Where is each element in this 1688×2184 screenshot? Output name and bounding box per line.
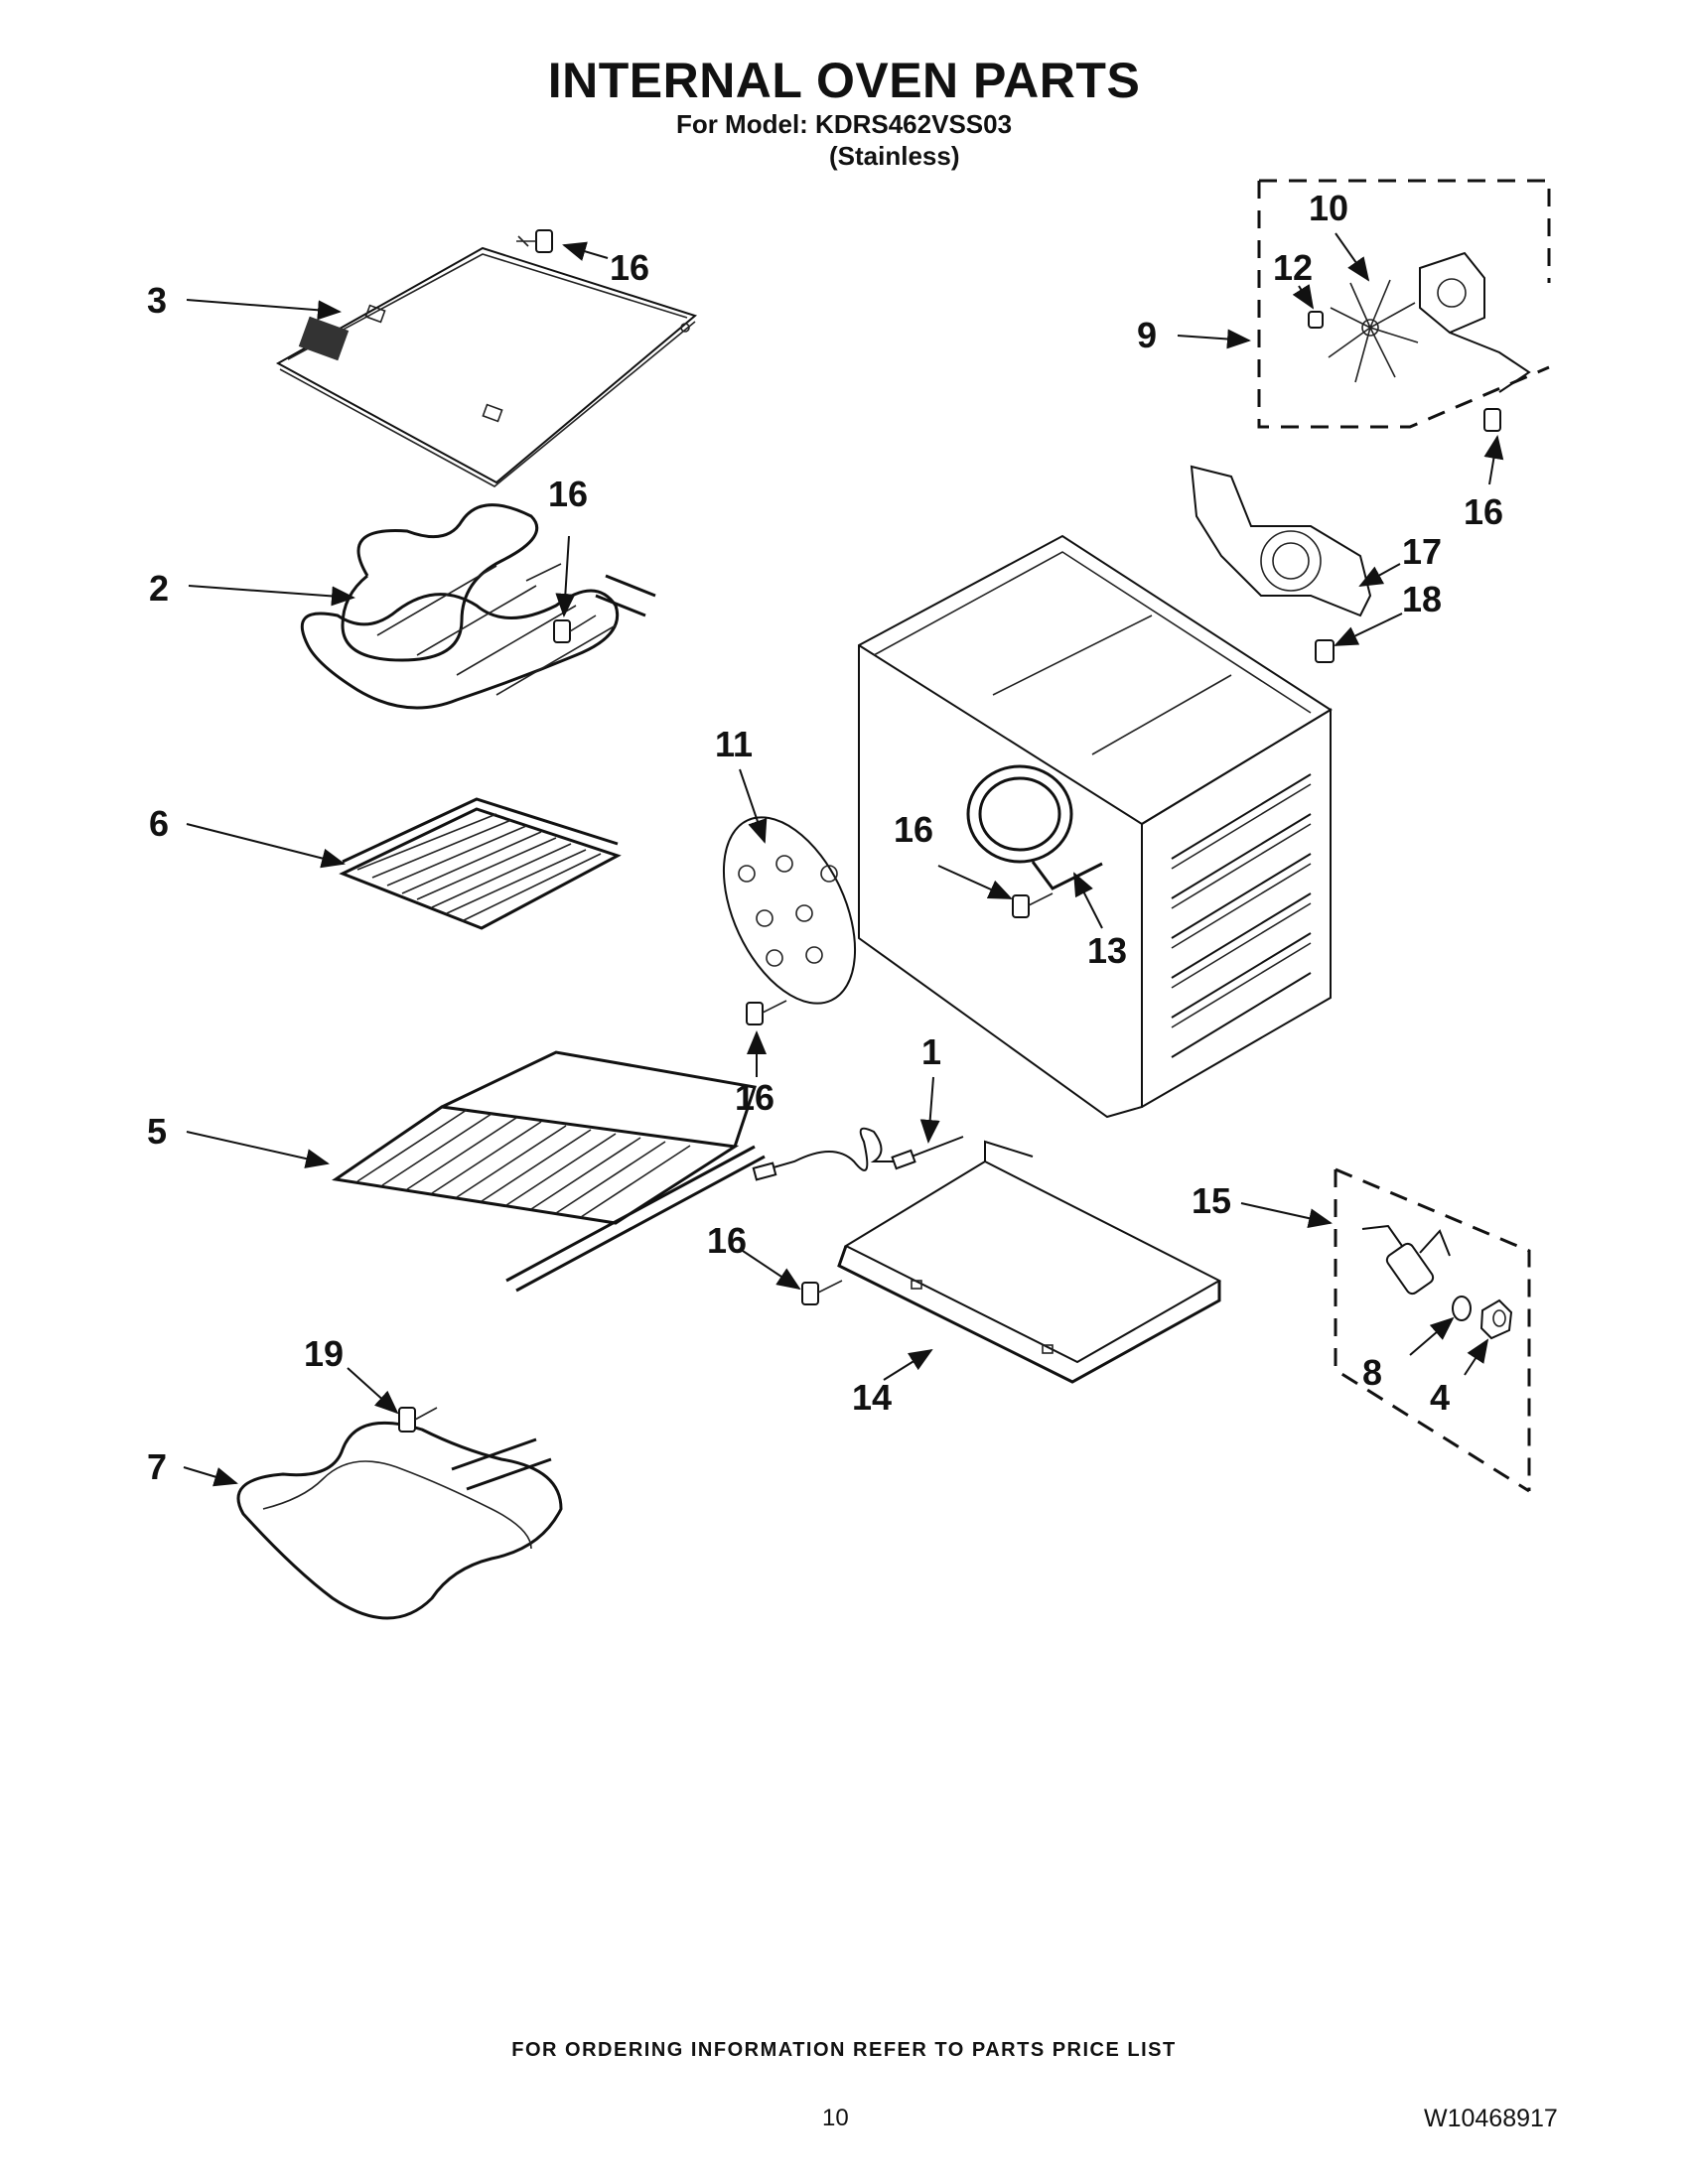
model-variant: (Stainless)	[829, 141, 960, 171]
callout-10: 10	[1309, 188, 1348, 228]
part-3-top-panel	[275, 246, 698, 487]
callout-4: 4	[1430, 1377, 1450, 1418]
screw-icon	[398, 1407, 438, 1433]
callout-7: 7	[147, 1446, 167, 1487]
callout-11: 11	[715, 724, 753, 764]
callout-16: 16	[894, 809, 933, 850]
callout-3: 3	[147, 280, 167, 321]
callout-1: 1	[921, 1031, 941, 1072]
leader-lines	[183, 232, 1504, 1487]
part-12-fan-nut	[1308, 311, 1324, 329]
ordering-note: FOR ORDERING INFORMATION REFER TO PARTS …	[511, 2039, 1177, 2061]
callout-6: 6	[149, 803, 169, 844]
callout-16: 16	[707, 1220, 747, 1261]
page-title: INTERNAL OVEN PARTS	[547, 53, 1141, 108]
screw-icon	[516, 229, 553, 253]
screw-icon	[1012, 892, 1054, 918]
callout-16: 16	[735, 1077, 774, 1118]
callout-5: 5	[147, 1111, 167, 1152]
part-8-washer	[1452, 1296, 1472, 1321]
part-14-tray	[837, 1140, 1222, 1384]
part-6-oven-rack	[339, 797, 622, 930]
part-17-fan-baffle	[1190, 465, 1372, 617]
part-5-rollout-rack	[332, 1050, 766, 1293]
callout-2: 2	[149, 568, 169, 609]
callout-13: 13	[1087, 930, 1127, 971]
screw-icon	[553, 614, 597, 643]
callout-labels: 3 16 16 2 6 11 16 13 16 1 5 16 15 19 14 …	[147, 188, 1503, 1487]
light-socket	[1361, 1224, 1451, 1296]
callout-15: 15	[1192, 1180, 1231, 1221]
part-13-convection-element	[966, 764, 1103, 890]
callout-16: 16	[548, 474, 588, 514]
part-1-meat-probe	[752, 1127, 964, 1181]
callout-18: 18	[1402, 579, 1442, 619]
callout-17: 17	[1402, 531, 1442, 572]
screw-icon	[1483, 408, 1501, 432]
screw-icon	[801, 1280, 843, 1305]
part-11-rear-cover	[722, 816, 857, 1005]
callout-16: 16	[1464, 491, 1503, 532]
callout-8: 8	[1362, 1352, 1382, 1393]
part-9-motor-kit-box	[1257, 179, 1551, 429]
document-number: W10468917	[1424, 2105, 1558, 2132]
callout-12: 12	[1273, 247, 1313, 288]
screw-icon	[1315, 639, 1335, 663]
callout-19: 19	[304, 1333, 344, 1374]
model-line: For Model: KDRS462VSS03	[675, 109, 1013, 139]
page-number: 10	[822, 2105, 849, 2131]
part-2-broil-element	[300, 503, 656, 710]
oven-cavity	[858, 534, 1333, 1119]
callout-14: 14	[852, 1377, 892, 1418]
part-4-nut	[1479, 1298, 1513, 1340]
part-15-socket-kit-box	[1334, 1167, 1531, 1493]
callout-9: 9	[1137, 315, 1157, 355]
screw-icon	[746, 1000, 787, 1025]
callout-16: 16	[610, 247, 649, 288]
convection-motor	[1419, 251, 1531, 393]
part-7-bake-element	[236, 1421, 563, 1620]
part-10-fan-blade	[1328, 279, 1419, 383]
